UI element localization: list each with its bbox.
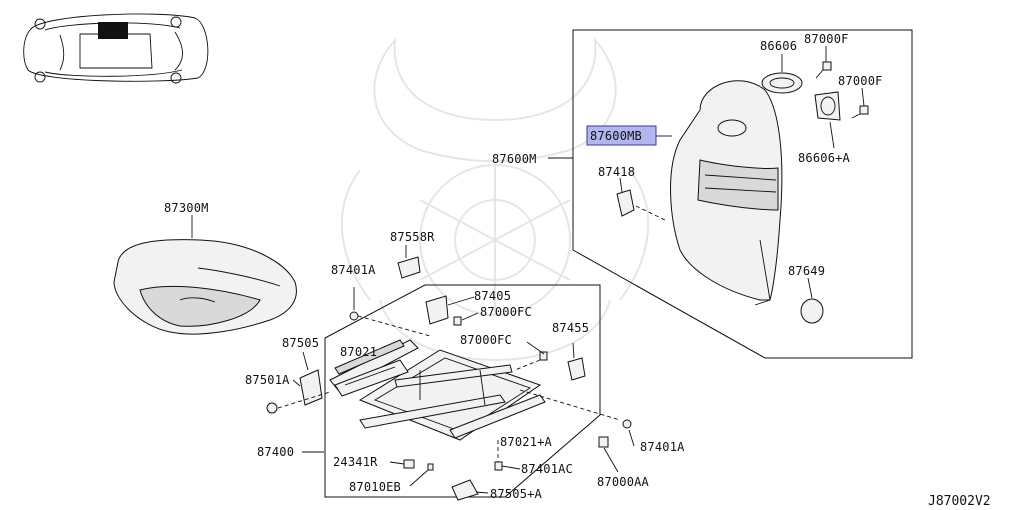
label-87000F-top: 87000F [804,32,849,46]
bolt-87401AC [494,461,503,471]
bolt-87000FC-mid [539,351,548,361]
label-87000FC-mid: 87000FC [460,333,512,347]
label-87401A-right: 87401A [640,440,685,454]
label-87418: 87418 [598,165,635,179]
vehicle-thumbnail [23,13,209,84]
clip-24341R [403,459,415,469]
label-86606: 86606 [760,39,797,53]
label-87401AC: 87401AC [521,462,573,476]
assembly-guide-lines [277,205,666,462]
label-86606A: 86606+A [798,151,851,165]
label-87505: 87505 [282,336,319,350]
label-87401A-top: 87401A [331,263,376,277]
seat-cushion-part [113,239,297,335]
label-87300M: 87300M [164,201,209,215]
bolt-87000AA [598,436,609,448]
cover-87558R-part [397,256,421,279]
watermark-emblem [340,36,650,361]
label-87400: 87400 [257,445,294,459]
screw-87000F-top [815,61,832,79]
cover-87455-part [567,357,586,381]
label-87649: 87649 [788,264,825,278]
cap-87649-part [800,298,824,324]
clip-87010EB [427,463,434,471]
label-87000FC-top: 87000FC [480,305,532,319]
headrest-guide-a-part [814,91,841,121]
label-87021: 87021 [340,345,377,359]
label-87455: 87455 [552,321,589,335]
label-24341R: 24341R [333,455,378,469]
seat-frame-group-border [324,284,601,498]
bolt-87000FC-top [453,316,462,326]
label-87600M: 87600M [492,152,537,166]
highlighted-part-box [586,125,657,146]
bolt-87401A-right [622,419,632,429]
seatback-part [670,80,783,306]
label-87405: 87405 [474,289,511,303]
label-87021A: 87021+A [500,435,553,449]
seatback-group-border [572,29,913,359]
label-87600MB: 87600MB [590,129,642,143]
cover-87505a-part [451,479,479,501]
cover-87405-part [425,295,449,325]
label-87558R: 87558R [390,230,435,244]
cover-87505-part [299,369,323,406]
bolt-87401A-top [349,311,359,321]
label-87010EB: 87010EB [349,480,401,494]
trim-87021-part [334,359,409,397]
label-87501A: 87501A [245,373,290,387]
headrest-guide-part [761,72,803,94]
clip-87418-part [616,189,635,217]
screw-87000F-right [851,105,869,119]
label-87000AA: 87000AA [597,475,650,489]
diagram-code: J87002V2 [928,494,991,509]
seat-location-marker [98,22,128,39]
leader-lines [191,46,865,494]
bolt-87501A [266,402,278,414]
label-87000F-right: 87000F [838,74,883,88]
label-87505A: 87505+A [490,487,543,501]
